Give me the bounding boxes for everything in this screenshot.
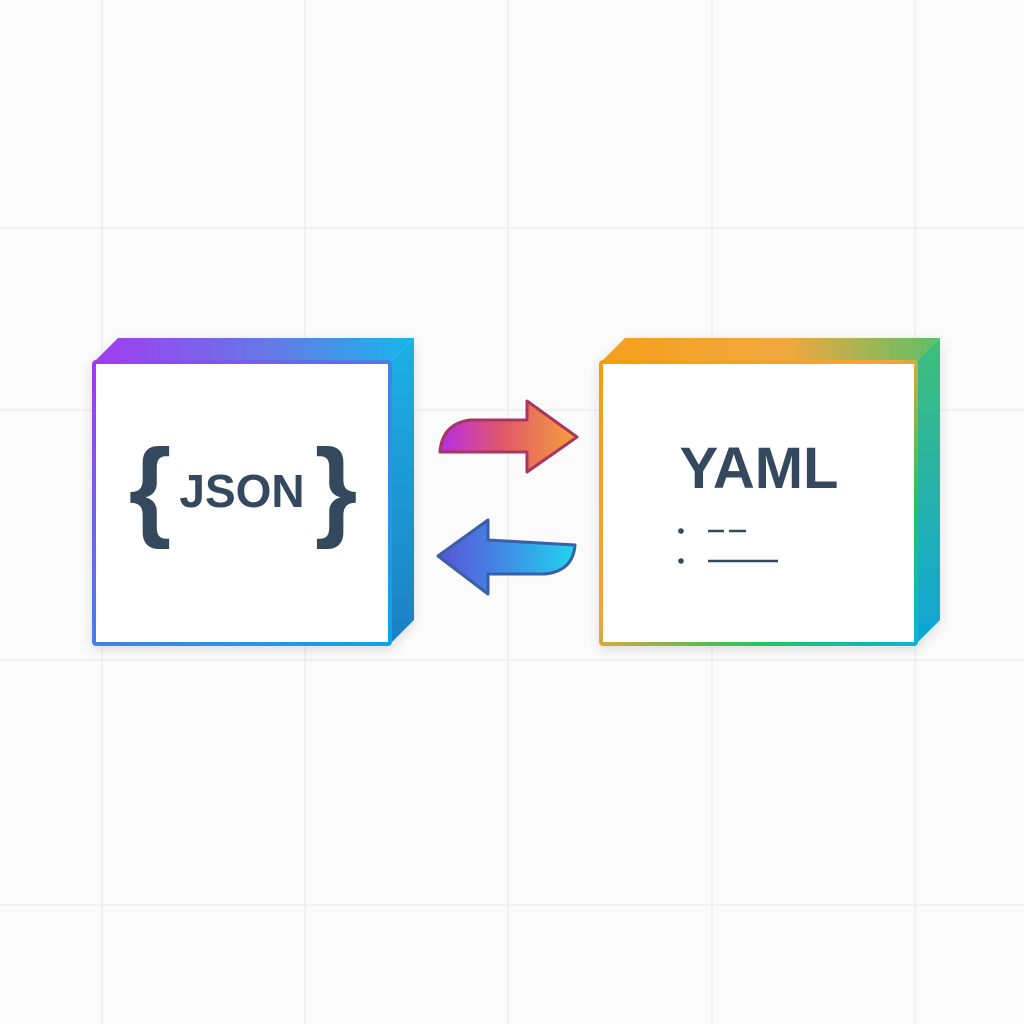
json-braces-icon: { JSON } <box>129 427 358 550</box>
forward-arrow <box>438 399 579 474</box>
arrow-left-icon <box>436 518 577 596</box>
yaml-box-top-face <box>601 338 940 362</box>
json-label: JSON <box>179 465 304 517</box>
yaml-box <box>599 338 940 646</box>
yaml-box-side-face <box>916 338 940 644</box>
json-brace-open: { <box>129 427 172 550</box>
backward-arrow <box>436 518 577 596</box>
yaml-label: YAML <box>680 436 839 501</box>
json-box-front-face <box>92 360 392 646</box>
json-box <box>92 338 414 646</box>
json-brace-close: } <box>315 427 358 550</box>
yaml-list-icon <box>678 528 778 564</box>
json-box-top-face <box>94 338 414 362</box>
json-box-side-face <box>390 338 414 644</box>
yaml-box-front-face <box>599 360 918 646</box>
arrow-right-icon <box>438 399 579 474</box>
